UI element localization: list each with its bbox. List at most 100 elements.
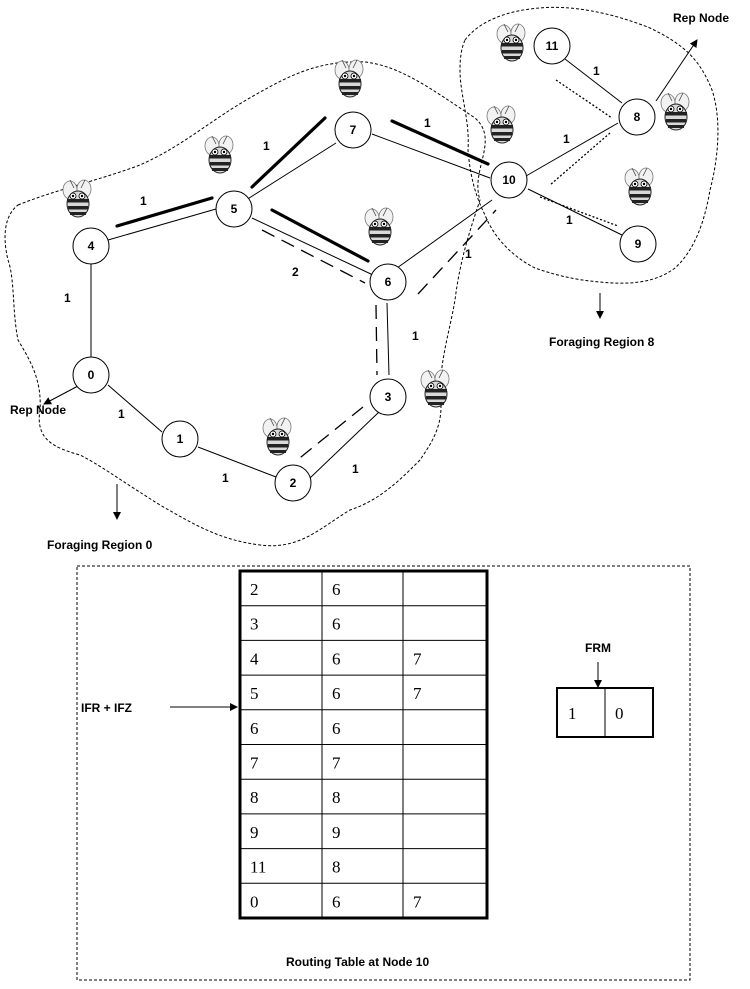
bee-icon — [625, 168, 653, 205]
bee-icon — [421, 370, 449, 407]
frm-cell-0: 1 — [568, 704, 577, 723]
ifr-ifz-label: IFR + IFZ — [81, 701, 132, 715]
node-8-label: 8 — [634, 110, 641, 124]
routing-table-cell: 11 — [250, 858, 266, 877]
edge-10-9 — [528, 189, 622, 235]
foraging-region-0-boundary — [5, 62, 485, 546]
bee-icon — [487, 106, 515, 143]
bee-icon — [263, 418, 291, 455]
bee-icon — [661, 93, 689, 130]
dotted-route — [540, 80, 618, 226]
rep-node-arrow-0 — [44, 386, 78, 404]
routing-table-cell: 6 — [332, 892, 341, 911]
node-10-label: 10 — [502, 173, 516, 187]
node-11-label: 11 — [546, 39, 559, 53]
node-10: 10 — [491, 162, 527, 198]
routing-table-cell: 6 — [332, 649, 341, 668]
edge-5-6 — [252, 218, 373, 275]
dashed-route — [262, 210, 496, 461]
routing-table-cell: 3 — [250, 615, 259, 634]
node-0-label: 0 — [88, 368, 95, 382]
bold-route-7-10 — [392, 121, 488, 164]
bee-icon — [365, 208, 393, 245]
routing-table-cell: 5 — [250, 684, 259, 703]
node-0: 0 — [73, 357, 109, 393]
routing-table-cell: 9 — [250, 823, 259, 842]
routing-table-cell: 6 — [332, 684, 341, 703]
routing-table-cell: 6 — [332, 580, 341, 599]
edge-weight-7-10: 1 — [424, 116, 431, 130]
node-7-label: 7 — [350, 123, 357, 137]
frm-cell-1: 0 — [615, 704, 624, 723]
routing-table-cell: 7 — [413, 684, 422, 703]
dashed-route-6-10 — [418, 210, 496, 294]
routing-table-title: Routing Table at Node 10 — [286, 955, 429, 969]
bee-icon — [335, 60, 363, 97]
edge-weight-0-4: 1 — [64, 291, 71, 305]
foraging-region-0-label: Foraging Region 0 — [47, 538, 153, 552]
node-4: 4 — [73, 228, 109, 264]
edge-weight-10-8: 1 — [563, 132, 570, 146]
node-8: 8 — [619, 99, 655, 135]
rep-node-arrow-8 — [656, 40, 697, 101]
edge-weight-4-5: 1 — [140, 194, 147, 208]
rep-node-label-8: Rep Node — [673, 11, 729, 25]
routing-table-cell: 0 — [250, 892, 259, 911]
edge-weight-0-1: 1 — [118, 407, 125, 421]
routing-table-cell: 8 — [332, 858, 341, 877]
node-3: 3 — [370, 379, 406, 415]
edge-weight-5-7: 1 — [263, 139, 270, 153]
node-3-label: 3 — [385, 390, 392, 404]
edge-1-2 — [198, 447, 276, 477]
foraging-region-8-boundary — [460, 7, 718, 283]
node-5: 5 — [216, 191, 252, 227]
routing-table-cell: 9 — [332, 823, 341, 842]
edge-weights: 1 1 1 1 1 1 1 2 1 1 1 1 1 — [64, 64, 600, 485]
edge-0-1 — [108, 385, 162, 432]
dotted-route-8-10 — [550, 133, 610, 185]
dotted-route-11-8 — [556, 80, 612, 118]
edge-10-8 — [526, 123, 618, 176]
edge-6-10 — [397, 200, 492, 268]
node-9-label: 9 — [635, 237, 642, 251]
frm-label: FRM — [585, 641, 611, 655]
node-1-label: 1 — [177, 432, 184, 446]
node-11: 11 — [534, 28, 570, 64]
node-2: 2 — [275, 465, 311, 501]
edge-weight-6-10: 1 — [465, 247, 472, 261]
edge-weight-8-11: 1 — [593, 64, 600, 78]
dashed-route-3-2 — [296, 407, 363, 461]
edge-weight-1-2: 1 — [222, 471, 229, 485]
routing-table-cell: 6 — [250, 719, 259, 738]
node-9: 9 — [620, 226, 656, 262]
node-6: 6 — [370, 264, 406, 300]
routing-table-cell: 8 — [250, 788, 259, 807]
node-4-label: 4 — [88, 239, 95, 253]
bold-route — [117, 118, 488, 261]
routing-table-cell: 7 — [332, 754, 341, 773]
node-5-label: 5 — [231, 202, 238, 216]
edge-weight-2-3: 1 — [352, 462, 359, 476]
node-2-label: 2 — [290, 476, 297, 490]
bold-route-5-6 — [272, 210, 368, 261]
routing-table-cell: 8 — [332, 788, 341, 807]
dotted-route-10-9 — [540, 197, 618, 226]
routing-table-cell: 6 — [332, 615, 341, 634]
bee-icon — [205, 136, 233, 173]
node-1: 1 — [162, 421, 198, 457]
bold-route-4-5 — [117, 198, 212, 226]
routing-table-cell: 7 — [413, 649, 422, 668]
routing-table-cell: 7 — [413, 892, 422, 911]
bee-icon — [497, 24, 525, 61]
edge-weight-10-9: 1 — [566, 213, 573, 227]
routing-table-cell: 6 — [332, 719, 341, 738]
foraging-region-8-label: Foraging Region 8 — [549, 335, 655, 349]
node-7: 7 — [335, 112, 371, 148]
edge-3-6 — [387, 303, 389, 375]
routing-table-cell: 7 — [250, 754, 259, 773]
rep-node-label-0: Rep Node — [10, 403, 66, 417]
routing-table-cell: 4 — [250, 649, 259, 668]
edge-weight-5-6: 2 — [292, 265, 299, 279]
